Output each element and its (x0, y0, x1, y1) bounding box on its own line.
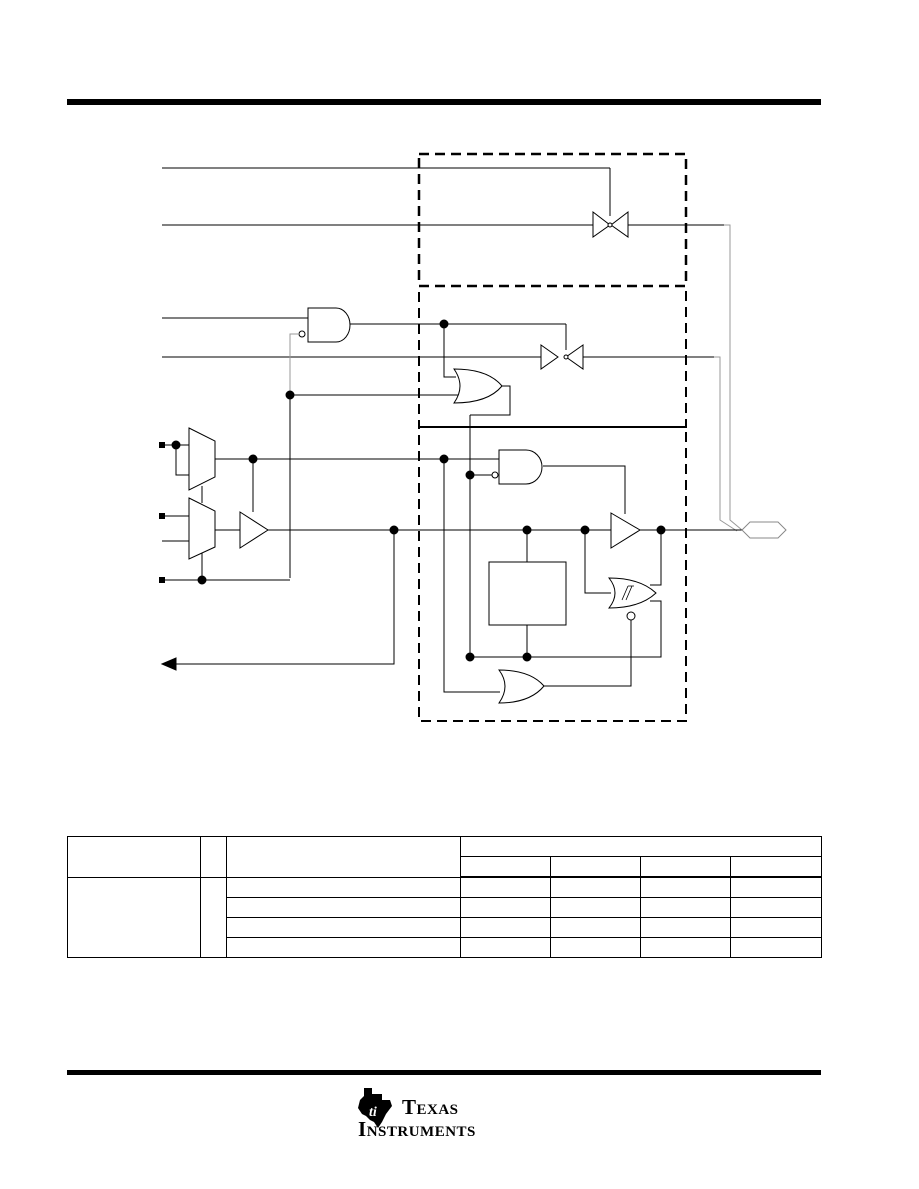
output-arrow (160, 657, 177, 671)
svg-text:ti: ti (369, 1105, 377, 1120)
schmitt-or-gate (607, 577, 657, 609)
table-cell (550, 897, 641, 918)
header-col-1 (460, 856, 551, 878)
table-cell (640, 937, 731, 958)
table-cell (226, 897, 461, 918)
table-cell (730, 917, 822, 938)
header-col-3 (640, 856, 731, 878)
and-gate-1 (307, 307, 351, 343)
table-cell (226, 937, 461, 958)
transmission-gate-1 (592, 210, 629, 238)
logo-word-instruments: INSTRUMENTS (358, 1117, 476, 1141)
io-pad (741, 521, 787, 539)
table-cell (460, 937, 551, 958)
buffer-1 (239, 511, 269, 549)
output-driver (610, 512, 641, 549)
mux-2 (188, 497, 216, 560)
header-rule (67, 99, 821, 105)
port-schematic (159, 152, 787, 722)
table-cell (730, 876, 822, 898)
mux-1 (188, 427, 216, 491)
header-pin-name (67, 836, 201, 878)
header-col-2 (550, 856, 641, 878)
schmitt-symbol (621, 585, 634, 601)
footer-rule (67, 1070, 821, 1075)
header-function (226, 836, 461, 878)
port-logic-block (418, 426, 687, 722)
table-cell (460, 917, 551, 938)
pin-function-table (67, 836, 822, 958)
logo-word-texas: TEXAS (402, 1095, 459, 1119)
table-cell (550, 917, 641, 938)
or-gate-1 (453, 368, 503, 404)
ti-state-icon: ti (358, 1088, 392, 1128)
header-col-4 (730, 856, 822, 878)
table-cell (730, 897, 822, 918)
table-cell (730, 937, 822, 958)
table-cell (550, 937, 641, 958)
table-cell (460, 897, 551, 918)
texas-instruments-logo: ti TEXAS INSTRUMENTS (356, 1086, 516, 1142)
table-cell (640, 876, 731, 898)
transmission-gate-block (417, 152, 688, 288)
table-cell (460, 876, 551, 898)
transmission-gate-2 (540, 344, 584, 370)
table-cell (67, 876, 201, 958)
table-cell (640, 897, 731, 918)
logic-block-box (488, 561, 567, 626)
table-cell (640, 917, 731, 938)
or-gate-2 (498, 669, 545, 704)
table-cell (200, 876, 227, 958)
and-gate-2 (498, 449, 543, 485)
header-x (200, 836, 227, 878)
table-cell (226, 876, 461, 898)
table-cell (550, 876, 641, 898)
header-control-bits (460, 836, 822, 857)
table-cell (226, 917, 461, 938)
